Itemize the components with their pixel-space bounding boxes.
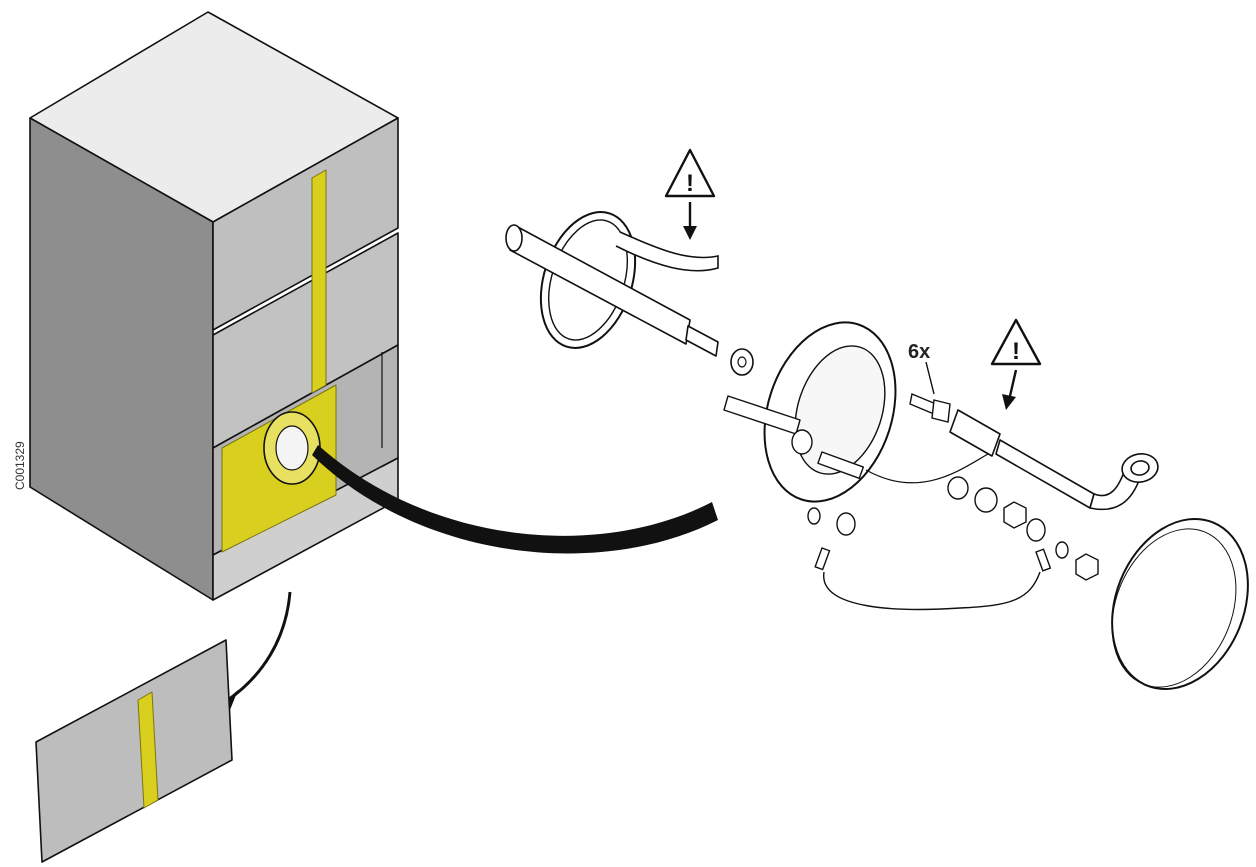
earth-cable	[814, 512, 1052, 611]
figure-reference-code: C001329	[13, 441, 27, 490]
warning-icon	[990, 318, 1042, 366]
removed-front-panel	[35, 639, 233, 863]
seal-washer-hole	[737, 356, 747, 368]
warning-pointer-head	[1002, 394, 1016, 410]
heater-flange-inner	[275, 425, 309, 471]
removed-panel-strip	[137, 691, 159, 809]
sensor-wire	[865, 453, 989, 484]
appliance-cabinet	[29, 11, 399, 601]
flange-plate-inner	[794, 345, 886, 475]
cable-ring-terminal	[836, 512, 856, 536]
warning-mark: !	[1012, 338, 1020, 365]
fastener-nut	[1075, 553, 1099, 581]
bolt-head	[931, 399, 951, 423]
warning-pointer-head	[683, 226, 697, 240]
removed-panel-face	[35, 639, 233, 863]
flange-boss	[791, 429, 813, 455]
front-highlight-strip	[311, 169, 327, 394]
warning-icon	[664, 148, 716, 198]
fastener-nut	[1003, 501, 1027, 529]
element-outlet-bore	[1130, 460, 1150, 476]
heater-flange-plate	[723, 321, 897, 503]
detail-connector-arrow	[312, 445, 718, 554]
protective-cover-cap	[1111, 517, 1249, 691]
gasket-tail	[615, 231, 719, 272]
protective-cover-rim	[1111, 528, 1237, 688]
anode-threaded-tip	[685, 325, 719, 357]
fixing-bolt	[909, 393, 951, 423]
warning-triangle-top: !	[664, 148, 716, 198]
warning-triangle-right: !	[990, 318, 1042, 366]
flange-sensor-pocket	[817, 451, 865, 480]
fastener-set	[807, 476, 1099, 581]
anode-rod	[505, 224, 719, 357]
front-upper-panel	[212, 117, 399, 331]
cable-crimp	[814, 547, 831, 571]
heating-element	[949, 409, 1159, 511]
panel-removal-arrow	[227, 591, 292, 702]
fastener-washer	[947, 476, 969, 500]
element-pipe	[995, 439, 1095, 509]
anode-rod-end	[505, 224, 523, 252]
lock-washer	[1055, 541, 1069, 559]
warning-mark: !	[686, 170, 694, 197]
element-sleeve	[949, 409, 1001, 457]
cable-crimp	[1035, 548, 1052, 572]
cable-ring-terminal	[1026, 518, 1046, 542]
fastener-washer	[974, 487, 998, 513]
bolt-quantity-label: 6x	[908, 341, 930, 363]
bolt-quantity-leader	[925, 361, 935, 395]
cable-wire	[823, 571, 1041, 611]
lock-washer	[807, 507, 821, 525]
warning-pointer-arrow	[1008, 369, 1018, 397]
anode-rod-body	[509, 225, 691, 345]
